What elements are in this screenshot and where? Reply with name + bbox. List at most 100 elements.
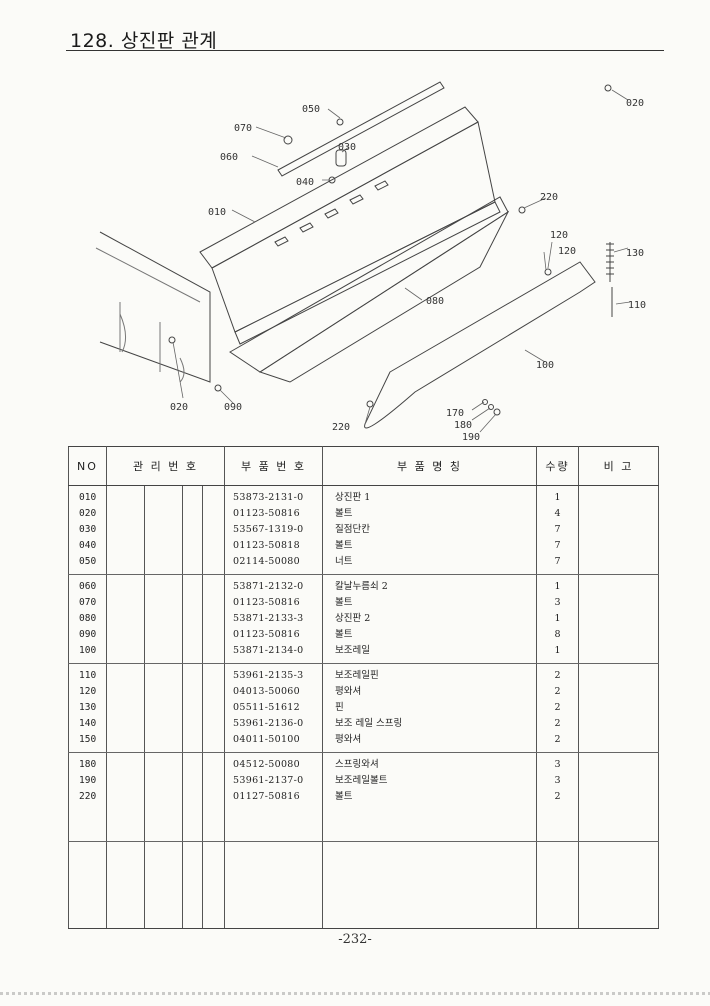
washer-180: [488, 404, 494, 410]
washer-120: [544, 268, 552, 276]
remarks-cell: [578, 574, 660, 664]
row-no: 020: [79, 508, 97, 519]
row-name: 평와셔: [335, 686, 362, 697]
callout-170: 170: [446, 408, 464, 419]
header-part-name: 부 품 명 칭: [322, 446, 538, 486]
row-qty: 2: [554, 791, 561, 802]
blank-cell: [201, 841, 226, 929]
header-remarks: 비 고: [578, 446, 660, 486]
callout-110: 110: [628, 300, 646, 311]
blank-cell: [106, 841, 145, 929]
group-3-qty: 2 2 2 2 2: [536, 663, 580, 753]
row-part: 04013-50060: [233, 686, 300, 697]
rail-100: [364, 261, 596, 429]
washer-170: [482, 399, 488, 405]
mgmt-cell: [106, 485, 145, 575]
header-management-number: 관 리 번 호: [105, 446, 226, 486]
row-name: 볼트: [335, 791, 353, 802]
row-qty: 7: [554, 540, 561, 551]
row-no: 190: [79, 775, 97, 786]
group-3-part: 53961-2135-3 04013-50060 05511-51612 539…: [224, 663, 324, 753]
bracket-030: [335, 149, 347, 167]
mgmt-cell: [201, 752, 226, 842]
mgmt-cell: [182, 752, 203, 842]
table-group-blank: [68, 841, 660, 929]
row-part: 53567-1319-0: [233, 524, 304, 535]
group-1-no: 010 020 030 040 050: [68, 485, 107, 575]
blank-cell: [68, 841, 107, 929]
callout-030: 030: [338, 142, 356, 153]
mgmt-cell: [201, 663, 226, 753]
blank-cell: [578, 841, 660, 929]
board-080-top: [229, 196, 509, 373]
mgmt-cell: [201, 485, 226, 575]
row-qty: 1: [554, 581, 561, 592]
group-4-no: 180 190 220: [68, 752, 107, 842]
mgmt-cell: [144, 485, 183, 575]
row-no: 120: [79, 686, 97, 697]
group-2-part: 53871-2132-0 01123-50816 53871-2133-3 01…: [224, 574, 324, 664]
board-010-lip: [234, 201, 501, 345]
callout-010: 010: [208, 207, 226, 218]
row-qty: 1: [554, 492, 561, 503]
row-part: 53871-2133-3: [233, 613, 304, 624]
group-1-name: 상진판 1 볼트 질점단칸 볼트 너트: [322, 485, 538, 575]
mgmt-cell: [182, 663, 203, 753]
row-name: 보조레일볼트: [335, 775, 388, 786]
bolt-020-upper: [604, 84, 612, 92]
row-part: 02114-50080: [233, 556, 300, 567]
row-no: 060: [79, 581, 97, 592]
table-group-1: 010 020 030 040 050 53873-2131-0 01123-5…: [68, 485, 660, 575]
bolt-020-lower: [168, 336, 176, 344]
row-no: 180: [79, 759, 97, 770]
row-name: 칼날누름쇠 2: [335, 581, 388, 592]
mgmt-cell: [201, 574, 226, 664]
blank-cell: [144, 841, 183, 929]
callout-140: 130: [626, 248, 644, 259]
row-name: 평와셔: [335, 734, 362, 745]
callout-080: 080: [426, 296, 444, 307]
row-no: 090: [79, 629, 97, 640]
row-qty: 7: [554, 524, 561, 535]
row-part: 01123-50816: [233, 597, 300, 608]
row-name: 스프링와셔: [335, 759, 379, 770]
row-no: 150: [79, 734, 97, 745]
mgmt-cell: [106, 663, 145, 753]
row-no: 140: [79, 718, 97, 729]
board-slots: [274, 180, 389, 247]
parts-table: NO 관 리 번 호 부 품 번 호 부 품 명 칭 수량 비 고 010 02…: [68, 446, 660, 929]
row-qty: 8: [554, 629, 561, 640]
group-2-no: 060 070 080 090 100: [68, 574, 107, 664]
row-qty: 2: [554, 686, 561, 697]
board-080-face: [258, 210, 510, 383]
group-2-name: 칼날누름쇠 2 볼트 상진판 2 볼트 보조레일: [322, 574, 538, 664]
remarks-cell: [578, 752, 660, 842]
row-part: 53873-2131-0: [233, 492, 304, 503]
row-no: 110: [79, 670, 97, 681]
group-4-part: 04512-50080 53961-2137-0 01127-50816: [224, 752, 324, 842]
header-part-number: 부 품 번 호: [224, 446, 324, 486]
row-part: 53871-2132-0: [233, 581, 304, 592]
row-no: 010: [79, 492, 97, 503]
row-qty: 1: [554, 645, 561, 656]
table-header-row: NO 관 리 번 호 부 품 번 호 부 품 명 칭 수량 비 고: [68, 446, 660, 486]
table-group-2: 060 070 080 090 100 53871-2132-0 01123-5…: [68, 574, 660, 664]
mgmt-cell: [182, 574, 203, 664]
row-qty: 1: [554, 613, 561, 624]
row-part: 01127-50816: [233, 791, 300, 802]
blank-cell: [182, 841, 203, 929]
row-qty: 3: [554, 775, 561, 786]
row-no: 100: [79, 645, 97, 656]
callout-020-upper: 020: [626, 98, 644, 109]
row-name: 너트: [335, 556, 353, 567]
left-frame-detail: [95, 247, 201, 372]
row-name: 볼트: [335, 508, 353, 519]
row-name: 볼트: [335, 629, 353, 640]
row-part: 53871-2134-0: [233, 645, 304, 656]
row-name: 상진판 1: [335, 492, 371, 503]
remarks-cell: [578, 663, 660, 753]
mgmt-cell: [106, 752, 145, 842]
table-group-4: 180 190 220 04512-50080 53961-2137-0 011…: [68, 752, 660, 842]
mgmt-cell: [144, 574, 183, 664]
strip-060: [277, 81, 445, 177]
